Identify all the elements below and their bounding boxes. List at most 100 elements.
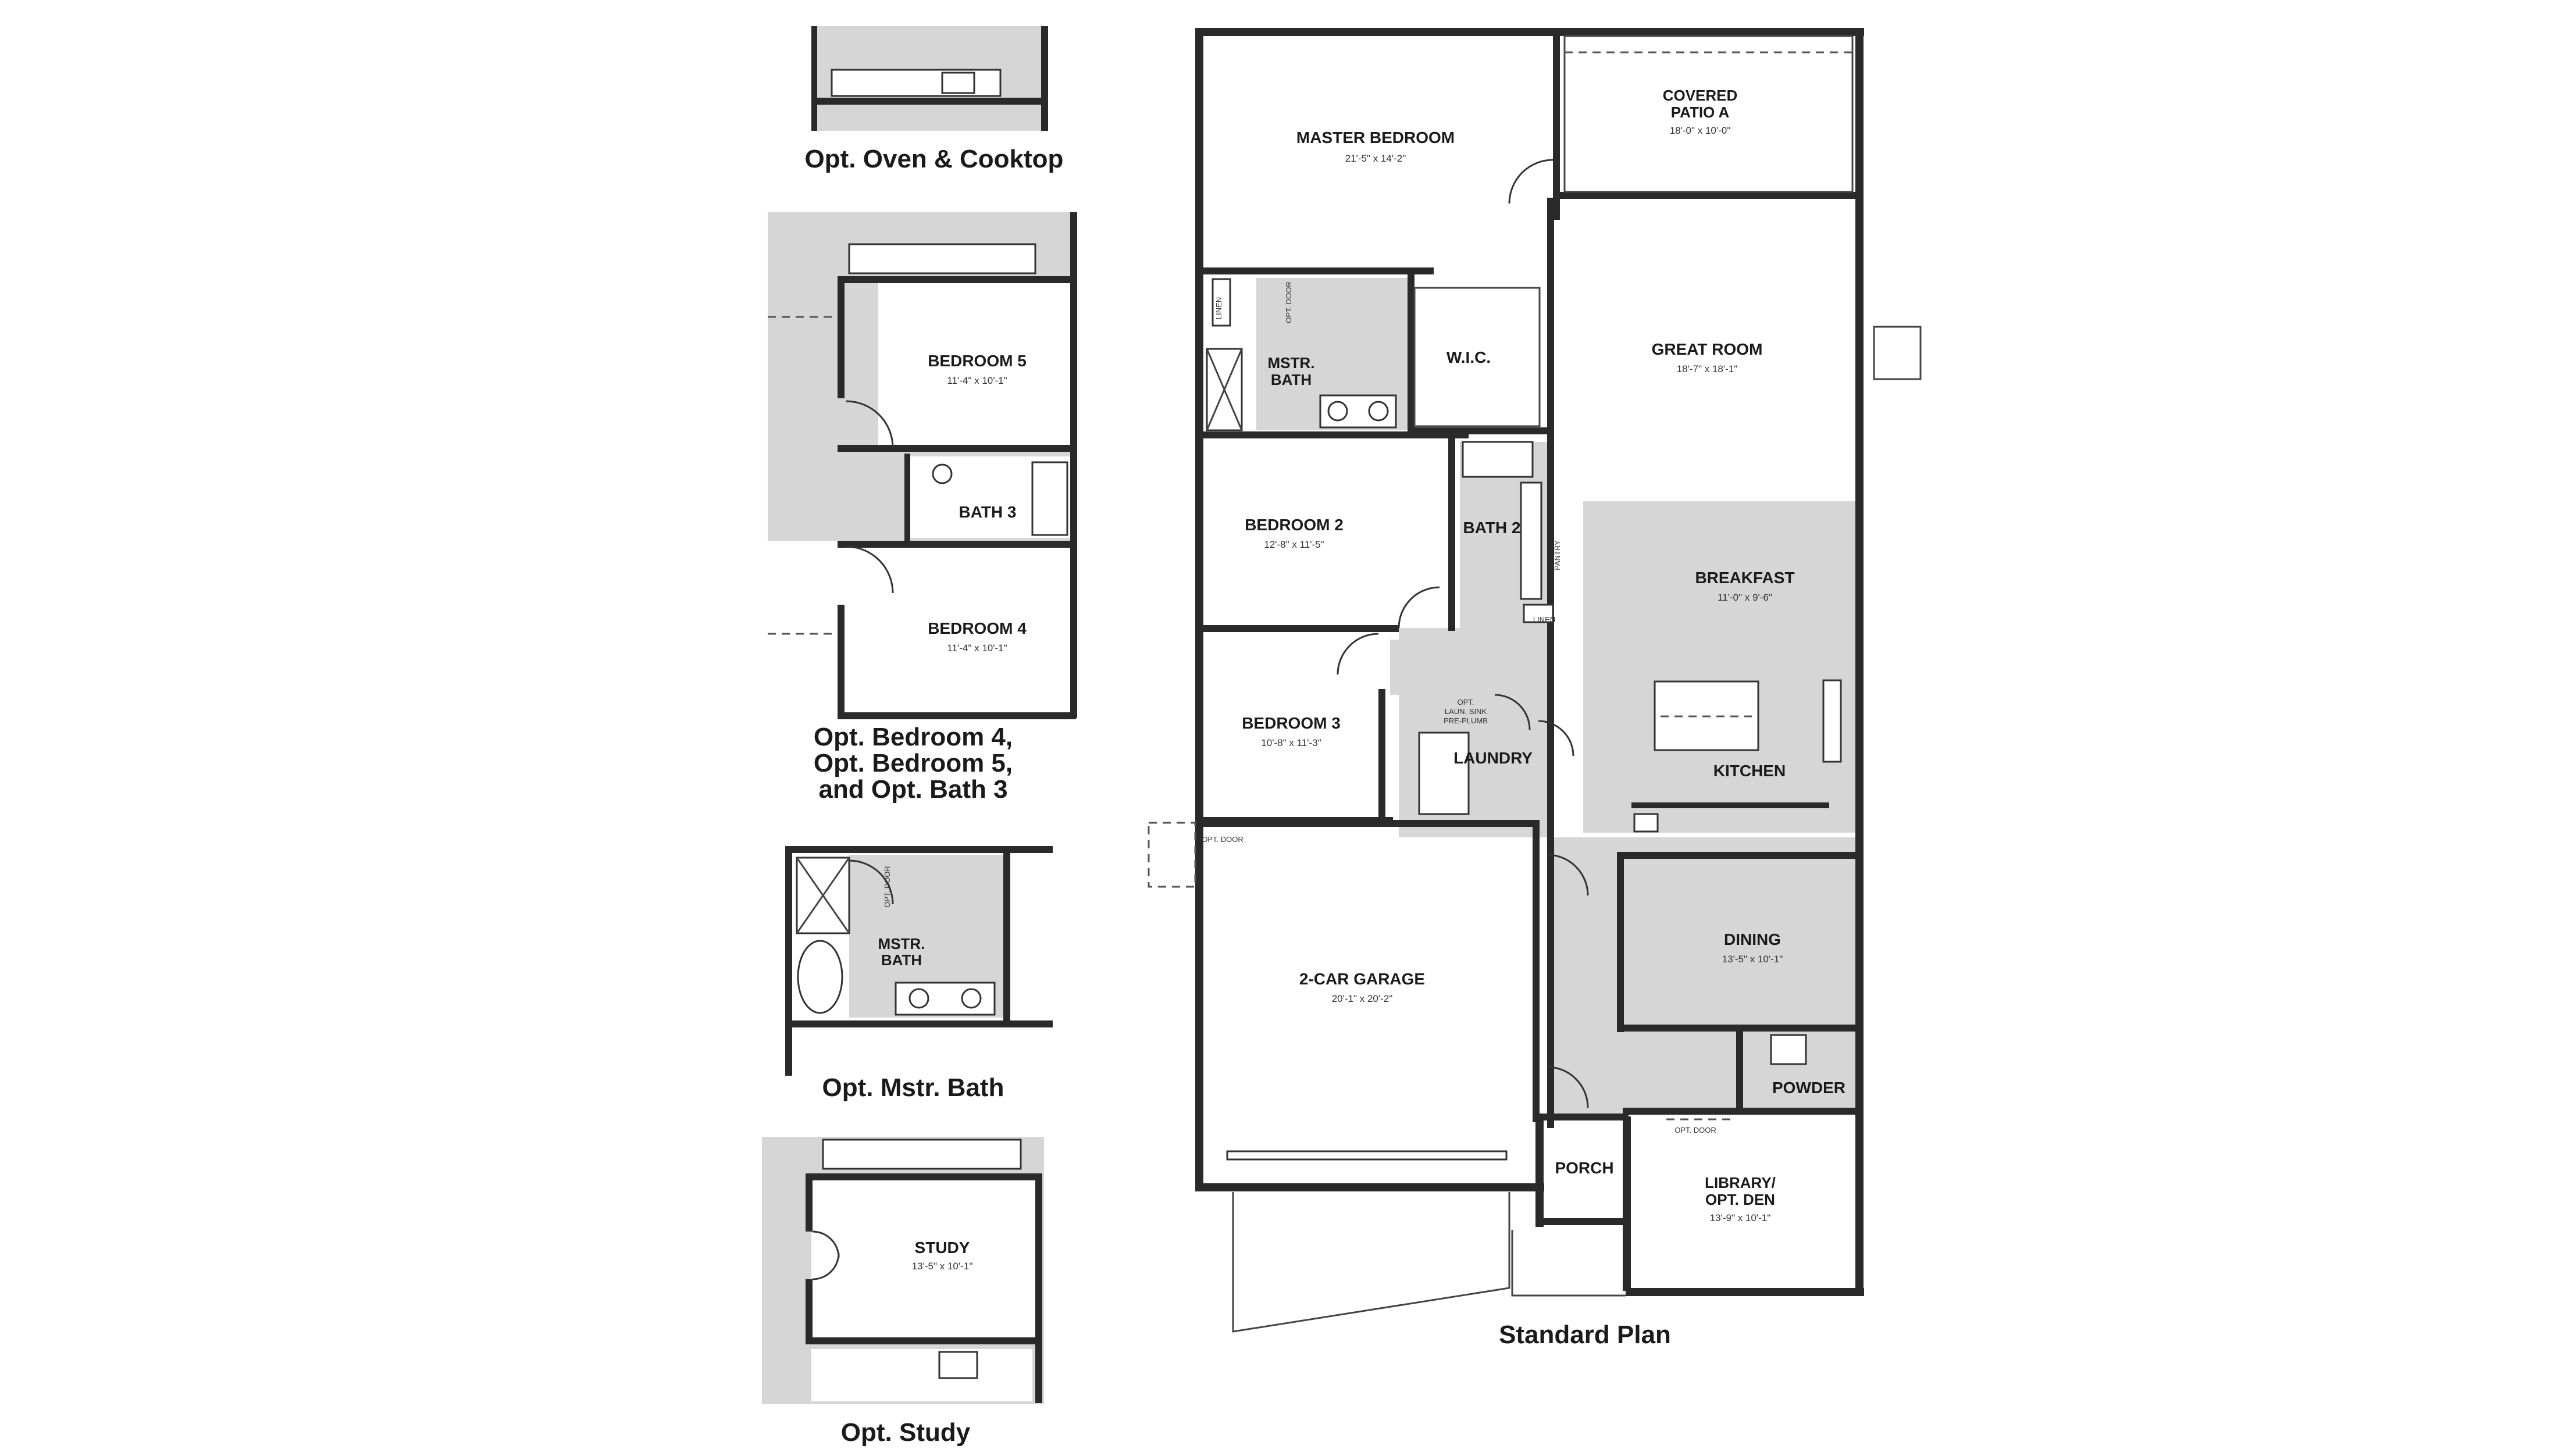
bath-3-tub [1031,461,1068,536]
mstr-sink-2 [1368,401,1389,422]
wall-porch-north [1535,1114,1629,1120]
bedroom-5-label: BEDROOM 5 [928,352,1027,370]
laun-sink-line-2: LAUN. SINK [1445,707,1487,716]
pantry-label: PANTRY [1553,540,1562,570]
kitchen-shade [1583,501,1859,833]
porch-door-swing [1547,1066,1589,1108]
bedroom-4-dim: 11'-4" x 10'-1" [947,643,1007,654]
mstr-bath-label-2: BATH [1271,371,1312,388]
bedroom-5-wall-west [838,276,845,398]
wic-outline [1413,287,1541,427]
bedrooms-caption-1: Opt. Bedroom 4, [814,723,1013,751]
library-label-1: LIBRARY/ [1705,1174,1776,1191]
opt-door-library-label: OPT. DOOR [1674,1126,1716,1134]
cooktop-mark [1633,813,1659,833]
wall-porch-west [1535,1116,1544,1227]
great-room-dim: 18'-7" x 18'-1" [1677,363,1738,374]
bedroom-5-floor [878,279,1073,445]
opt-mstr-wall-east [1003,852,1010,1020]
opt-door-1-label: OPT. DOOR [1284,281,1293,323]
opt-mstr-wall-west [785,846,792,1076]
bath-3-sink [932,463,953,484]
bed3-door-swing [1337,633,1379,675]
wall-porch-south [1535,1218,1629,1225]
powder-sink [1770,1034,1807,1065]
study-wall-west-bottom [806,1279,813,1343]
bath2-tub [1462,441,1534,478]
wall-garage-north [1195,820,1538,827]
bedroom-4-door-swing [846,545,894,594]
bedroom-4-wall-south [838,712,1076,719]
library-dim: 13'-9" x 10'-1" [1710,1212,1771,1223]
laundry-appliances [1418,731,1470,815]
opt-mstr-door-swing [849,859,894,905]
opt-mstr-bath-label-2: BATH [881,951,922,969]
dining-label: DINING [1724,930,1781,948]
study-wall-south [806,1337,1041,1344]
porch-label: PORCH [1555,1159,1613,1177]
bedroom-5-dim: 11'-4" x 10'-1" [947,375,1007,386]
great-room-label: GREAT ROOM [1652,340,1763,358]
oven-left-edge [811,26,817,131]
oven-wall-east [1041,26,1048,131]
wall-master-south [1195,267,1434,274]
bedrooms-caption-2: Opt. Bedroom 5, [814,749,1013,777]
wall-library-west [1623,1116,1631,1291]
bedroom-5-wall-south [838,445,1076,452]
kitchen-counter-wall [1631,802,1829,808]
opt-mstr-bath-label-1: MSTR. [878,935,925,952]
bedroom-2-label: BEDROOM 2 [1245,516,1344,534]
bedroom-3-label: BEDROOM 3 [1242,714,1341,732]
wall-core-east [1547,198,1554,1128]
study-floor [811,1180,1038,1337]
opt-mstr-sink-2 [961,988,982,1009]
laundry-door-swing [1538,720,1574,756]
bedroom-4-wall-west [838,605,845,718]
patio-label-2: PATIO A [1671,104,1730,121]
driveway-outline [1232,1192,1510,1333]
laun-sink-line-3: PRE-PLUMB [1444,716,1488,725]
laun-sink-line-1: OPT. [1458,698,1474,706]
study-counter [822,1139,1022,1170]
porch-outline [1511,1230,1626,1297]
study-wall-north [806,1173,1041,1180]
study-door-swing-2 [812,1252,840,1280]
bed-opt-counter [848,243,1036,274]
mstr-bath-label-1: MSTR. [1268,354,1315,372]
bedroom-4-label: BEDROOM 4 [928,619,1027,637]
wall-powder-west [1736,1025,1743,1112]
garage-dim: 20'-1" x 20'-2" [1332,993,1393,1004]
dining-dim: 13'-5" x 10'-1" [1722,954,1783,965]
linen-2-label: LINEN [1533,615,1555,624]
master-door-swing [1508,159,1554,204]
pantry-shelves [1520,481,1542,600]
patio-outline [1563,35,1854,193]
breakfast-dim: 11'-0" x 9'-6" [1718,592,1772,603]
opt-mstr-tub [797,940,843,1014]
shower-x2 [1206,348,1243,431]
wall-south-garage [1195,1183,1544,1191]
standard-plan-caption: Standard Plan [1499,1321,1671,1349]
study-bath-floor [811,1349,1032,1401]
master-bedroom-label: MASTER BEDROOM [1296,129,1455,147]
linen-1-label: LINEN [1214,297,1223,319]
wic-label: W.I.C. [1446,348,1491,366]
bedroom-4-floor [843,544,1073,718]
study-dim: 13'-5" x 10'-1" [912,1261,973,1272]
bath2-door-swing [1494,694,1531,730]
wall-library-north [1623,1108,1861,1115]
laundry-label: LAUNDRY [1453,749,1533,767]
master-bedroom-dim: 21'-5" x 14'-2" [1345,153,1406,164]
garage-door-swing [1547,854,1589,896]
wall-garage-east [1533,820,1540,1122]
oven-wall-south [817,98,1047,105]
study-caption: Opt. Study [841,1418,971,1447]
fridge-mark [1822,679,1842,763]
wall-bed3-east [1378,689,1385,823]
bedroom-3-dim: 10'-8" x 11'-3" [1261,737,1321,748]
oven-cooktop-caption: Opt. Oven & Cooktop [805,145,1064,173]
bedroom-2-dim: 12'-8" x 11'-5" [1264,539,1324,550]
option-study: STUDY 13'-5" x 10'-1" Opt. Study [762,1137,1044,1447]
option-bedrooms: BEDROOM 5 11'-4" x 10'-1" BATH 3 BEDROOM… [768,212,1077,804]
